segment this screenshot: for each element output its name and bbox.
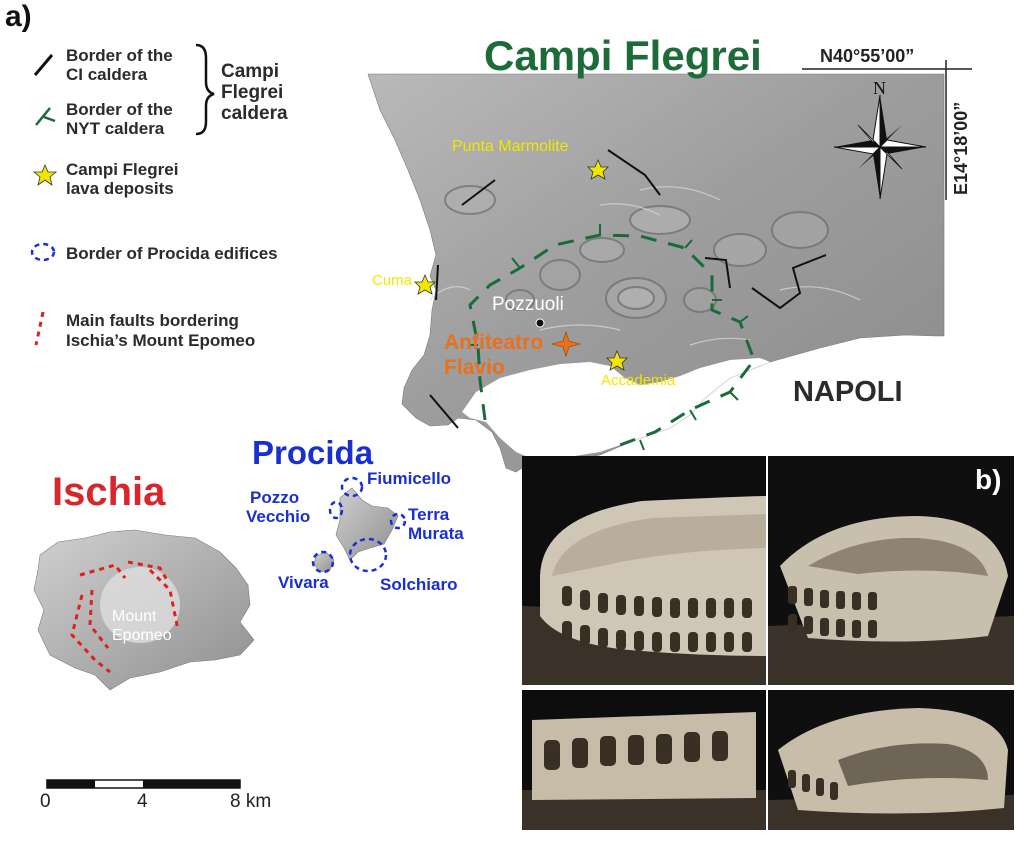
star-punta-marmolite	[587, 158, 609, 180]
label-cuma: Cuma	[372, 272, 413, 289]
legend-nyt-symbol	[35, 107, 56, 126]
legend-nyt-line2: NYT caldera	[66, 119, 165, 138]
label-fiumicello: Fiumicello	[367, 469, 452, 488]
label-ischia: Ischia	[52, 470, 166, 514]
label-anfiteatro-line2: Flavio	[444, 356, 505, 379]
scale-tick-8: 8 km	[230, 791, 272, 812]
legend-procida-ellipse	[30, 242, 56, 262]
legend-group-line2: Flegrei	[221, 82, 284, 103]
nyt-caldera-border	[468, 233, 756, 447]
map-title: Campi Flegrei	[484, 32, 762, 79]
longitude-label: E14°18’00”	[951, 101, 971, 195]
campi-flegrei-terrain	[367, 73, 945, 473]
label-vivara: Vivara	[278, 573, 329, 592]
label-anfiteatro-line1: Anfiteatro	[444, 331, 544, 354]
label-terra-line2: Murata	[408, 524, 464, 543]
label-napoli: NAPOLI	[793, 376, 903, 408]
legend-ci-symbol	[33, 54, 54, 76]
relief-highlights	[429, 186, 861, 346]
scale-tick-0: 0	[40, 791, 51, 812]
epomeo-faults	[70, 560, 180, 674]
label-pozzo-line1: Pozzo	[250, 488, 300, 507]
photo-colosseum-model-4	[768, 690, 1014, 830]
label-procida: Procida	[252, 434, 374, 471]
gulf-of-pozzuoli	[462, 358, 770, 458]
anfiteatro-star	[550, 331, 582, 357]
legend-ci-line1: Border of the	[66, 46, 173, 65]
label-pozzuoli: Pozzuoli	[492, 294, 564, 315]
legend-procida-edifices: Border of Procida edifices	[66, 244, 278, 263]
photo-colosseum-model-1	[522, 456, 766, 685]
procida-edifice-borders	[311, 476, 407, 574]
photo-colosseum-model-2	[768, 456, 1014, 685]
pozzuoli-dot	[535, 318, 545, 328]
legend-faults-line2: Ischia’s Mount Epomeo	[66, 331, 256, 350]
legend-lava-star	[32, 163, 58, 186]
label-solchiaro: Solchiaro	[380, 575, 458, 594]
lava-deposit-stars	[414, 158, 628, 371]
panel-label-a: a)	[5, 0, 32, 33]
ci-caldera-border	[429, 149, 827, 429]
star-accademia	[606, 349, 628, 371]
compass-rose	[833, 94, 927, 200]
latitude-label: N40°55’00”	[820, 46, 915, 66]
label-pozzo-line2: Vecchio	[246, 507, 311, 526]
legend-lava-line2: lava deposits	[66, 179, 174, 198]
photo-colosseum-model-3	[522, 690, 766, 830]
label-accademia: Accademia	[601, 372, 676, 389]
nyt-caldera-ticks	[468, 224, 749, 451]
legend-lava-line1: Campi Flegrei	[66, 160, 179, 179]
legend-group-line3: caldera	[221, 103, 288, 124]
procida-terrain	[335, 487, 399, 561]
star-cuma	[414, 273, 436, 295]
panel-label-b: b)	[975, 464, 1002, 495]
legend-brace	[195, 43, 215, 136]
label-mount-line1: Mount	[112, 608, 157, 625]
legend-nyt-line1: Border of the	[66, 100, 173, 119]
label-terra-line1: Terra	[408, 505, 450, 524]
label-mount-line2: Epomeo	[112, 627, 172, 644]
label-punta-marmolite: Punta Marmolite	[452, 138, 569, 155]
legend-ci-line2: CI caldera	[66, 65, 148, 84]
scale-tick-4: 4	[137, 791, 148, 812]
legend-fault-symbol	[34, 311, 45, 346]
compass-north-label: N	[873, 78, 886, 98]
scale-bar	[46, 779, 241, 789]
legend-faults-line1: Main faults bordering	[66, 311, 239, 330]
mount-epomeo-relief	[100, 567, 180, 643]
legend-group-line1: Campi	[221, 61, 280, 82]
crater-shading	[444, 185, 829, 319]
